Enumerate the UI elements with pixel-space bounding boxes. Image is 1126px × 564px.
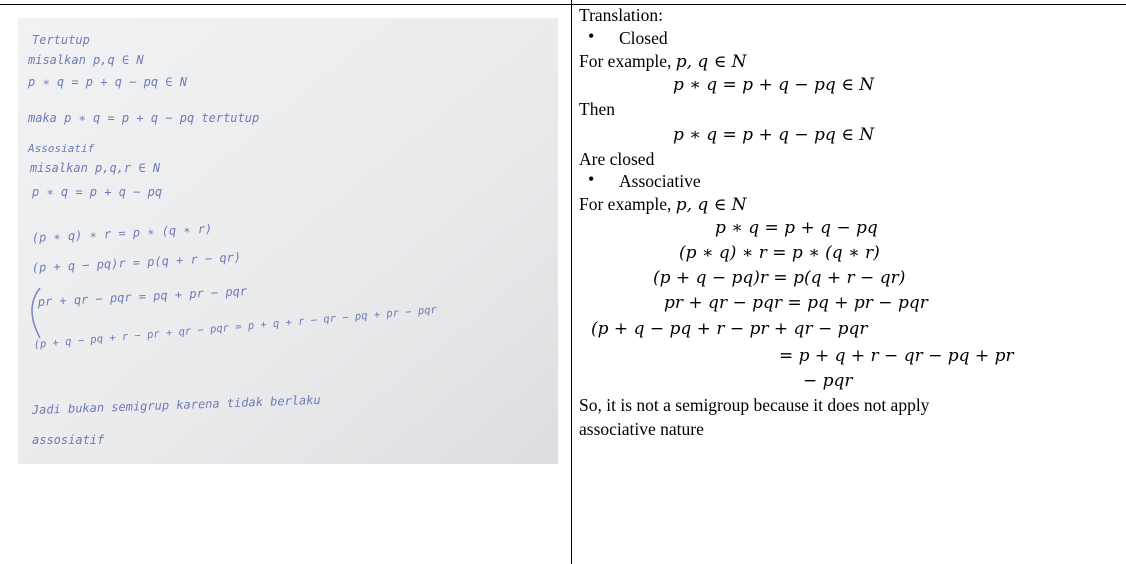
are-closed-label: Are closed bbox=[579, 149, 655, 169]
conclusion-line: So, it is not a semigroup because it doe… bbox=[579, 395, 930, 415]
equation: (p + q − pq)r = p(q + r − qr) bbox=[653, 268, 906, 288]
example-text: For example, bbox=[579, 51, 676, 71]
bullet-dot: • bbox=[588, 26, 595, 46]
equation: − pqr bbox=[803, 371, 853, 391]
equation: pr + qr − pqr = pq + pr − pqr bbox=[664, 293, 928, 313]
table-top-border bbox=[0, 4, 1126, 5]
conclusion-line: associative nature bbox=[579, 419, 704, 439]
example-line: For example, p, q ∈ N bbox=[579, 193, 747, 216]
handwriting-line: p ∗ q = p + q − pq bbox=[31, 185, 162, 199]
bullet-closed: Closed bbox=[619, 28, 668, 48]
table-column-divider bbox=[571, 0, 572, 564]
equation: p ∗ q = p + q − pq ∈ N bbox=[673, 75, 875, 95]
example-math: p, q ∈ N bbox=[675, 52, 747, 72]
handwriting-line: assosiatif bbox=[32, 433, 105, 447]
handwriting-line: Assosiatif bbox=[27, 142, 95, 155]
equation: (p + q − pq + r − pr + qr − pqr bbox=[591, 319, 868, 339]
handwriting-line: misalkan p,q,r ∈ N bbox=[29, 161, 161, 175]
handwriting-line: maka p ∗ q = p + q − pq tertutup bbox=[27, 111, 259, 125]
bullet-dot: • bbox=[588, 169, 595, 189]
equation: p ∗ q = p + q − pq bbox=[715, 218, 878, 238]
example-line: For example, p, q ∈ N bbox=[579, 50, 747, 73]
handwriting-line: misalkan p,q ∈ N bbox=[27, 53, 144, 67]
example-math: p, q ∈ N bbox=[675, 195, 747, 215]
then-label: Then bbox=[579, 99, 615, 119]
equation: = p + q + r − qr − pq + pr bbox=[779, 346, 1014, 366]
equation: (p ∗ q) ∗ r = p ∗ (q ∗ r) bbox=[679, 243, 880, 263]
bullet-associative: Associative bbox=[619, 171, 701, 191]
handwriting-line: p ∗ q = p + q − pq ∈ N bbox=[27, 75, 188, 89]
handwritten-bracket bbox=[31, 287, 41, 339]
example-text: For example, bbox=[579, 194, 676, 214]
handwritten-notes-photo: Tertutup misalkan p,q ∈ N p ∗ q = p + q … bbox=[18, 18, 558, 464]
translation-heading: Translation: bbox=[579, 5, 663, 25]
handwriting-line: Tertutup bbox=[32, 33, 90, 47]
equation: p ∗ q = p + q − pq ∈ N bbox=[673, 125, 875, 145]
